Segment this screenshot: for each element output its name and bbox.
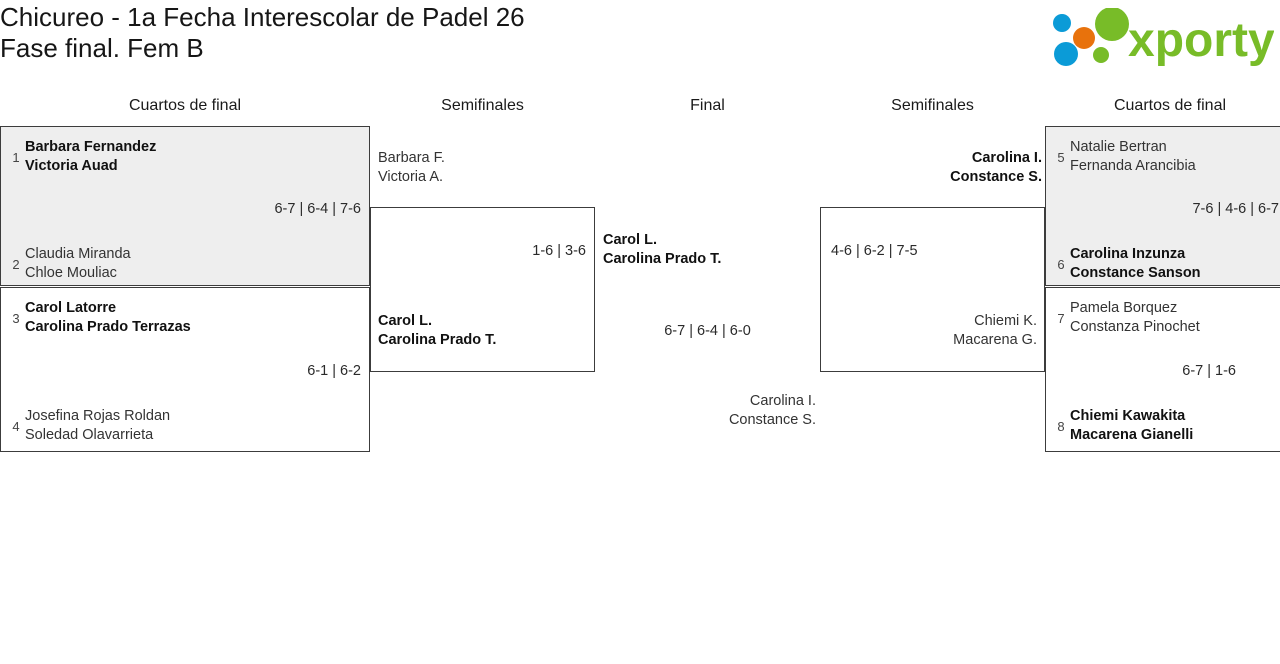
team-slot-seed-7[interactable]: 7 Pamela Borquez Constanza Pinochet xyxy=(1052,299,1200,337)
match-score-qf1-right: 7-6 | 4-6 | 6-7 xyxy=(1192,201,1279,217)
seed-number: 4 xyxy=(12,418,20,434)
column-header-quarterfinals-left: Cuartos de final xyxy=(128,97,242,114)
team-slot-seed-4[interactable]: 4 Josefina Rojas Roldan Soledad Olavarri… xyxy=(7,407,170,445)
team-slot-seed-2[interactable]: 2 Claudia Miranda Chloe Mouliac xyxy=(7,245,131,283)
team-names: Chiemi Kawakita Macarena Gianelli xyxy=(1070,408,1194,443)
match-box-semifinal-right[interactable]: 4-6 | 6-2 | 7-5 Chiemi K. Macarena G. xyxy=(820,207,1045,372)
page-title: Chicureo - 1a Fecha Interescolar de Pade… xyxy=(0,2,525,63)
team-slot-seed-5[interactable]: 5 Natalie Bertran Fernanda Arancibia xyxy=(1052,138,1196,176)
team-slot-seed-8[interactable]: 8 Chiemi Kawakita Macarena Gianelli xyxy=(1052,407,1193,445)
team-names: Claudia Miranda Chloe Mouliac xyxy=(25,246,131,281)
team-names: Natalie Bertran Fernanda Arancibia xyxy=(1070,139,1196,174)
seed-number: 5 xyxy=(1057,149,1065,165)
seed-number: 1 xyxy=(12,149,20,165)
match-box-semifinal-left[interactable]: 1-6 | 3-6 Carol L. Carolina Prado T. xyxy=(370,207,595,372)
semifinal-left-team-bottom[interactable]: Carol L. Carolina Prado T. xyxy=(378,313,497,348)
seed-number: 3 xyxy=(12,310,20,326)
team-names: Carol Latorre Carolina Prado Terrazas xyxy=(25,300,191,335)
seed-number: 7 xyxy=(1057,310,1065,326)
team-slot-seed-6[interactable]: 6 Carolina Inzunza Constance Sanson xyxy=(1052,245,1201,283)
team-names: Carolina Inzunza Constance Sanson xyxy=(1070,246,1201,281)
seed-number: 6 xyxy=(1057,256,1065,272)
column-header-quarterfinals-right: Cuartos de final xyxy=(1113,97,1227,114)
match-score-qf1-left: 6-7 | 6-4 | 7-6 xyxy=(274,201,361,217)
match-score-qf2-left: 6-1 | 6-2 xyxy=(307,363,361,379)
semifinal-right-team-bottom[interactable]: Chiemi K. Macarena G. xyxy=(953,313,1037,348)
svg-text:xporty: xporty xyxy=(1128,14,1274,66)
match-score-semifinal-left: 1-6 | 3-6 xyxy=(532,243,586,259)
xporty-logo: xporty xyxy=(1044,8,1274,66)
team-slot-seed-3[interactable]: 3 Carol Latorre Carolina Prado Terrazas xyxy=(7,299,191,337)
match-box-qf1-left[interactable]: 1 Barbara Fernandez Victoria Auad 6-7 | … xyxy=(0,126,370,286)
team-names: Barbara Fernandez Victoria Auad xyxy=(25,139,157,174)
final-team-bottom[interactable]: Carolina I. Constance S. xyxy=(728,393,816,428)
column-header-semifinals-right: Semifinales xyxy=(891,97,974,114)
team-slot-seed-1[interactable]: 1 Barbara Fernandez Victoria Auad xyxy=(7,138,156,176)
team-names: Josefina Rojas Roldan Soledad Olavarriet… xyxy=(25,408,171,443)
team-names: Pamela Borquez Constanza Pinochet xyxy=(1070,300,1200,335)
column-header-final: Final xyxy=(690,97,725,114)
semifinal-left-team-top[interactable]: Barbara F. Victoria A. xyxy=(378,150,445,185)
match-score-final: 6-7 | 6-4 | 6-0 xyxy=(664,323,751,339)
match-score-semifinal-right: 4-6 | 6-2 | 7-5 xyxy=(831,243,918,259)
seed-number: 8 xyxy=(1057,418,1065,434)
seed-number: 2 xyxy=(12,256,20,272)
match-box-qf1-right[interactable]: 5 Natalie Bertran Fernanda Arancibia 7-6… xyxy=(1045,126,1280,286)
match-box-qf2-right[interactable]: 7 Pamela Borquez Constanza Pinochet 6-7 … xyxy=(1045,287,1280,452)
column-header-semifinals-left: Semifinales xyxy=(441,97,524,114)
match-score-qf2-right: 6-7 | 1-6 xyxy=(1182,363,1236,379)
match-box-qf2-left[interactable]: 3 Carol Latorre Carolina Prado Terrazas … xyxy=(0,287,370,452)
semifinal-right-team-top[interactable]: Carolina I. Constance S. xyxy=(950,150,1042,185)
final-team-top[interactable]: Carol L. Carolina Prado T. xyxy=(603,232,722,267)
